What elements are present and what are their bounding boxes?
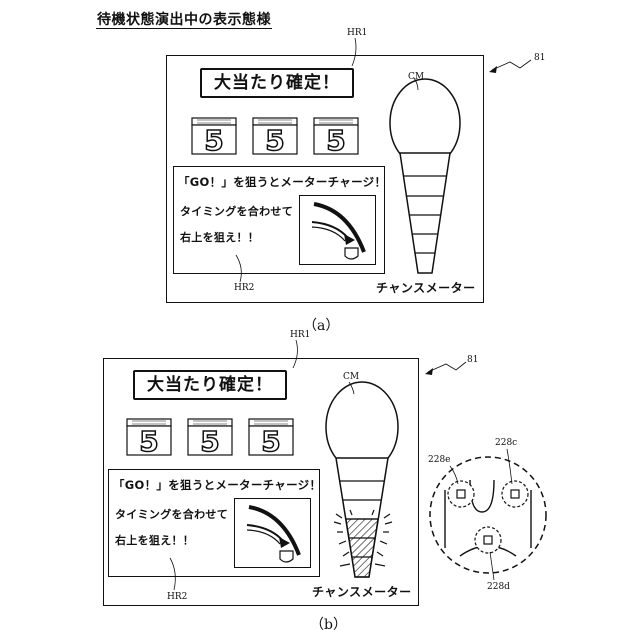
- reel-digit: 5: [200, 425, 219, 456]
- banner-b: 大当たり確定！: [133, 370, 287, 400]
- banner-a: 大当たり確定！: [200, 68, 354, 98]
- arrowhead-display-a: [489, 66, 497, 73]
- reel-digit: 5: [265, 124, 284, 155]
- ref-cm-b: CM: [343, 372, 359, 382]
- reel-digit: 5: [326, 124, 345, 155]
- leader-228c: [507, 449, 512, 484]
- figure-heading: 待機状態演出中の表示態様: [96, 12, 272, 29]
- ref-hr1-b: HR1: [290, 330, 310, 340]
- leader-228d: [490, 552, 494, 580]
- reel-1-a: 5: [191, 117, 237, 155]
- chance-meter-label-a: チャンスメーター: [376, 279, 476, 296]
- ref-display-a: 81: [534, 53, 545, 63]
- leader-display-a: [492, 60, 531, 70]
- message-line2-a: タイミングを合わせて: [180, 203, 293, 219]
- reel-3-a: 5: [313, 117, 359, 155]
- timing-graphic-b: [234, 498, 311, 568]
- message-line3-b: 右上を狙え！！: [115, 532, 194, 548]
- ref-hr2-b: HR2: [167, 592, 187, 602]
- circuit-label-228d: 228d: [487, 582, 510, 592]
- reel-2-a: 5: [252, 117, 298, 155]
- caption-b: （b）: [310, 614, 347, 634]
- message-line1-b: 「GO！」を狙うとメーターチャージ！: [113, 477, 321, 493]
- arrowhead-display-b: [425, 368, 433, 375]
- timing-graphic-a: [299, 195, 376, 265]
- reel-digit: 5: [139, 425, 158, 456]
- message-line2-b: タイミングを合わせて: [115, 506, 228, 522]
- meter-max-label-b: MAX: [329, 413, 390, 443]
- ref-hr2-a: HR2: [234, 283, 254, 293]
- lamp-228c: [502, 481, 528, 507]
- circuit-label-228c: 228c: [495, 438, 517, 448]
- lamp-detail-circle: [430, 449, 546, 580]
- meter-max-label-a: MAX: [396, 112, 457, 142]
- lamp-228e: [448, 481, 474, 507]
- leader-display-b: [428, 362, 466, 372]
- reel-digit: 5: [204, 124, 223, 155]
- ref-hr1-a: HR1: [347, 28, 367, 38]
- message-line1-a: 「GO！」を狙うとメーターチャージ！: [178, 174, 386, 190]
- reel-1-b: 5: [126, 418, 172, 456]
- ref-display-b: 81: [467, 355, 478, 365]
- detail-dashed-circle: [430, 457, 546, 573]
- message-line3-a: 右上を狙え！！: [180, 229, 259, 245]
- ref-cm-a: CM: [408, 72, 424, 82]
- chance-meter-label-b: チャンスメーター: [312, 583, 412, 600]
- lamp-228d: [475, 527, 501, 553]
- reel-2-b: 5: [187, 418, 233, 456]
- circuit-label-228e: 228e: [428, 455, 451, 465]
- leader-228e: [450, 466, 458, 484]
- reel-3-b: 5: [248, 418, 294, 456]
- reel-digit: 5: [261, 425, 280, 456]
